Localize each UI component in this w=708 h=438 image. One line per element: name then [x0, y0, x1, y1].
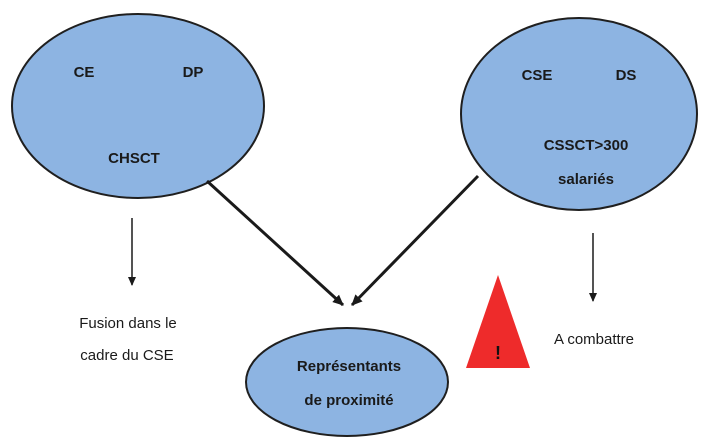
label-dp: DP: [183, 64, 204, 81]
left-ellipse-group: CE DP CHSCT: [11, 13, 265, 199]
note-fusion-line2: cadre du CSE: [80, 347, 173, 364]
label-cssct-line2: salariés: [558, 171, 614, 188]
left-ellipse: [11, 13, 265, 199]
label-de-proximite: de proximité: [304, 392, 393, 409]
label-ce: CE: [74, 64, 95, 81]
label-representants: Représentants: [297, 358, 401, 375]
center-ellipse-group: Représentants de proximité: [245, 327, 449, 437]
arrow-right-to-center: [350, 174, 480, 307]
label-cssct-line1: CSSCT>300: [544, 137, 629, 154]
label-ds: DS: [616, 67, 637, 84]
center-ellipse: [245, 327, 449, 437]
warning-triangle-icon: !: [466, 275, 530, 368]
note-fusion-line1: Fusion dans le: [79, 315, 177, 332]
note-a-combattre: A combattre: [554, 331, 634, 348]
arrow-left-to-center: [205, 179, 345, 307]
right-ellipse: [460, 17, 698, 211]
label-cse: CSE: [522, 67, 553, 84]
warning-exclamation: !: [495, 343, 501, 363]
right-ellipse-group: CSE DS CSSCT>300 salariés: [460, 17, 698, 211]
label-chsct: CHSCT: [108, 150, 160, 167]
